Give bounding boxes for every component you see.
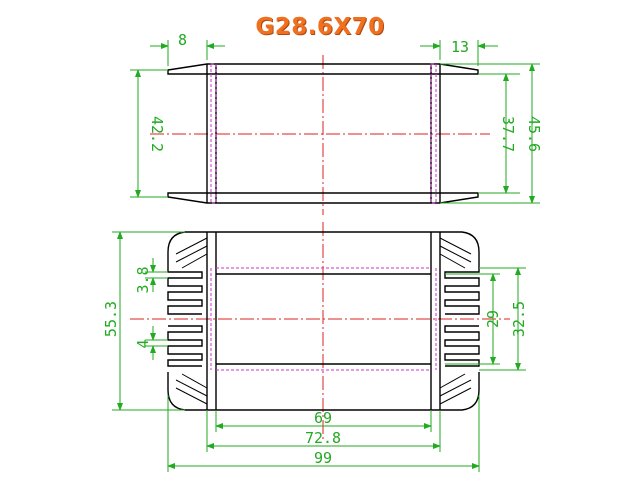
dim-top-right-inner: 37.7	[499, 116, 517, 152]
heatsink-right-profile	[440, 231, 480, 411]
dim-bottom-slot-top: 3.8	[134, 266, 152, 293]
dim-top-right-outer: 45.6	[525, 116, 543, 152]
bottom-view: 55.3 3.8 4 29 32.5 69	[102, 222, 528, 472]
top-hidden-right	[430, 63, 437, 204]
dim-top-left-flange: 8	[178, 31, 187, 49]
dim-bottom-width-outer: 99	[314, 449, 332, 467]
dim-bottom-right-outer: 32.5	[510, 301, 528, 337]
heatsink-left-profile	[167, 231, 207, 411]
dim-bottom-right-inner: 29	[484, 310, 502, 328]
dim-bottom-width-mid: 72.8	[305, 429, 341, 447]
dim-bottom-width-inner: 69	[314, 409, 332, 427]
heatsink-corner-ribs	[175, 237, 472, 405]
dim-top-right-flange: 13	[451, 38, 469, 56]
dim-top-left-height: 42.2	[148, 116, 166, 152]
dim-bottom-slot-small: 4	[134, 339, 152, 348]
dim-bottom-left-height: 55.3	[102, 301, 120, 337]
top-hidden-left	[210, 63, 217, 204]
top-view: 8 13 42.2 37.7 45.6	[130, 31, 543, 215]
drawing-title: G28.6X70	[255, 14, 385, 40]
